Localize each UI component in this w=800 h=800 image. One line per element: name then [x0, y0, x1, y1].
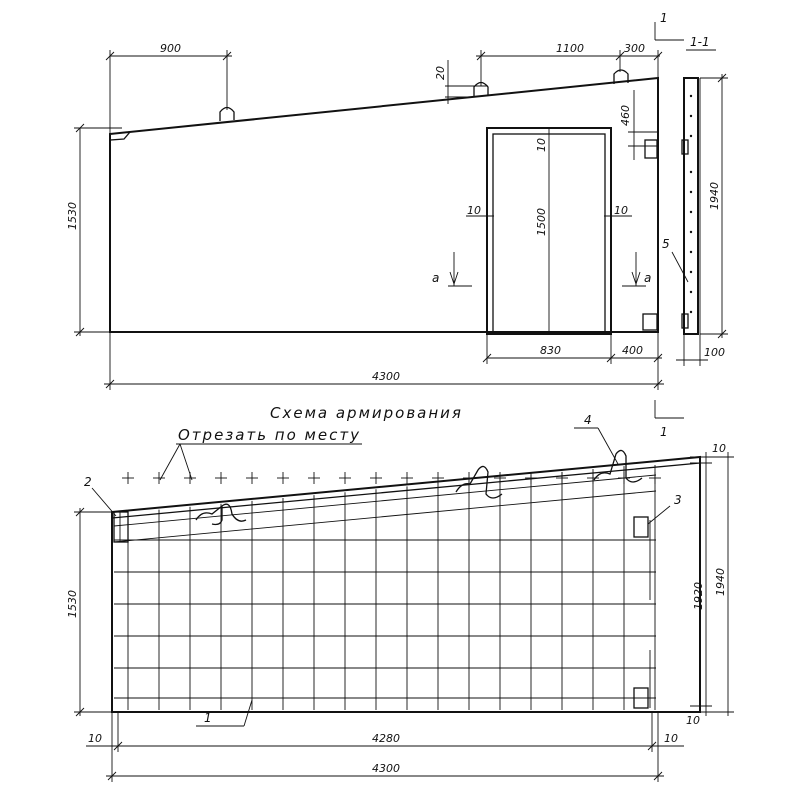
cut-note: Отрезать по месту [178, 426, 361, 444]
section-mark-bottom: 1 [660, 425, 668, 439]
cut-off-crosses [122, 472, 661, 484]
dim-300: 300 [624, 42, 645, 55]
dim-1920: 1920 [692, 582, 705, 610]
reinf-plate-lower [633, 687, 649, 709]
edge-detail-2 [113, 511, 129, 543]
dim-1940-bottom: 1940 [714, 568, 727, 596]
dim-1940-section: 1940 [708, 182, 721, 210]
callout-5: 5 [662, 237, 670, 251]
rebar-grid-horizontal [113, 474, 657, 699]
reinforcement-scheme: Схема армирования Отрезать по месту 1 2 [66, 400, 734, 782]
embedded-plate-lower [642, 313, 658, 331]
reinf-loop-middle [455, 465, 503, 499]
dim-4280: 4280 [372, 732, 400, 745]
dim-10-bottom-left: 10 [88, 732, 102, 745]
section-mark-top: 1 [660, 11, 668, 25]
section-plate-lower [681, 313, 689, 329]
dim-1500: 1500 [535, 208, 548, 236]
section-rebar-dots [689, 94, 693, 314]
reinf-loop-left [195, 503, 247, 526]
rebar-grid-vertical [127, 465, 656, 710]
dim-20: 20 [434, 66, 447, 80]
dim-900: 900 [160, 42, 181, 55]
dim-10-bottom-right-2: 10 [664, 732, 678, 745]
section-1-1: 1-1 1 5 1940 [654, 11, 728, 366]
reinforcement-title: Схема армирования [270, 404, 463, 422]
callout-2: 2 [84, 475, 92, 489]
callout-4: 4 [584, 413, 592, 427]
dim-1100: 1100 [556, 42, 584, 55]
lifting-loop-right [613, 69, 629, 84]
dim-100: 100 [704, 346, 725, 359]
dim-10-bottom-right: 10 [686, 714, 700, 727]
dim-460: 460 [619, 105, 632, 126]
reinf-plate-upper [633, 516, 649, 538]
panel-left-bevel [109, 131, 131, 141]
embedded-plate-upper [644, 139, 658, 159]
dim-10-door-left: 10 [467, 204, 481, 217]
callout-3: 3 [674, 493, 682, 507]
callout-1: 1 [204, 711, 212, 725]
section-profile [683, 77, 699, 335]
rebar-horizontal-sloped [113, 490, 657, 543]
reinf-loop-right [593, 449, 643, 483]
dim-1530-bottom: 1530 [66, 590, 79, 618]
section-plate-upper [681, 139, 689, 155]
rebar-horizontal-sloped [113, 474, 657, 527]
panel-outline [109, 76, 659, 333]
cut-mark-a-left: а [432, 271, 439, 285]
dim-830: 830 [540, 344, 561, 357]
dim-1530-left: 1530 [66, 202, 79, 230]
cut-mark-a-right: а [644, 271, 651, 285]
dim-10-door-right: 10 [614, 204, 628, 217]
dim-10-top-right: 10 [712, 442, 726, 455]
section-1-1-title: 1-1 [690, 35, 710, 49]
panel-elevation: 900 1100 300 20 460 1530 10 1500 [66, 42, 664, 390]
dim-10-top: 10 [535, 138, 548, 152]
dim-4300-bottom: 4300 [372, 762, 400, 775]
dim-400: 400 [622, 344, 643, 357]
dim-4300-top: 4300 [372, 370, 400, 383]
